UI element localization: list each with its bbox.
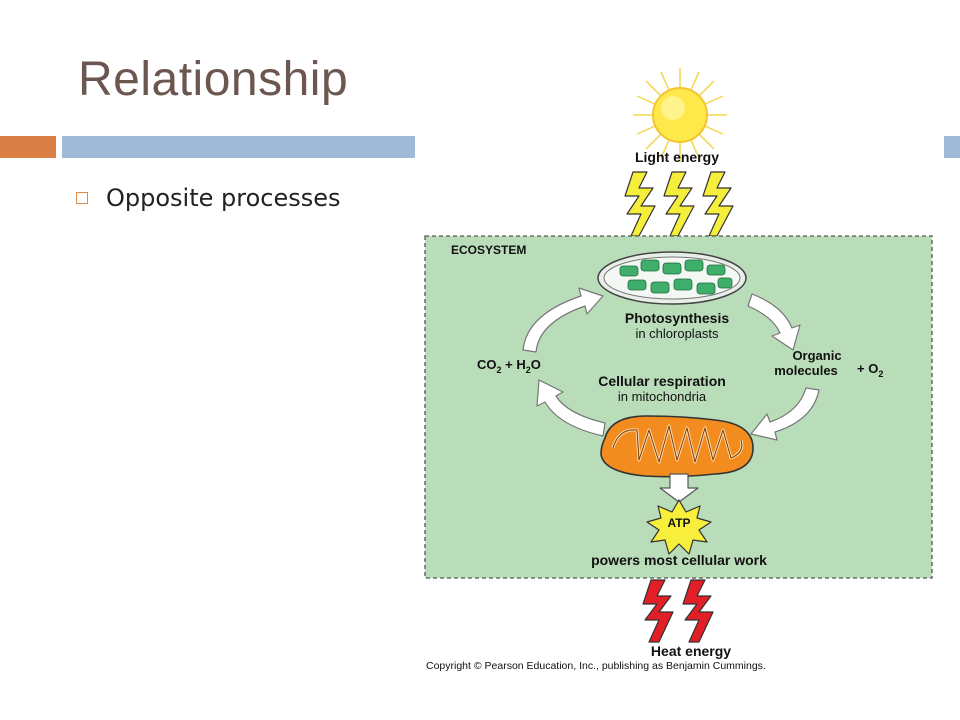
cycle-arrow-icon xyxy=(750,387,820,441)
heat-bolt-icon xyxy=(682,579,714,643)
bullet-item: Opposite processes xyxy=(76,184,341,212)
heat-energy-label: Heat energy xyxy=(651,643,731,659)
accent-bar-blue-right xyxy=(944,136,960,158)
light-energy-label: Light energy xyxy=(635,149,719,165)
bullet-text: Opposite processes xyxy=(106,184,341,212)
organic-label-1: Organic xyxy=(792,348,841,363)
mitochondrion-icon xyxy=(600,415,754,478)
down-arrow-icon xyxy=(659,473,699,503)
accent-bar-blue xyxy=(62,136,415,158)
heat-bolts xyxy=(642,579,714,643)
slide-title: Relationship xyxy=(78,53,349,106)
cycle-arrow-icon xyxy=(536,379,606,437)
copyright-text: Copyright © Pearson Education, Inc., pub… xyxy=(426,660,766,672)
atp-label: ATP xyxy=(667,516,690,530)
cellular-work-label: powers most cellular work xyxy=(591,552,767,568)
photosynthesis-label: Photosynthesis xyxy=(625,310,729,326)
accent-bar-orange xyxy=(0,136,56,158)
light-bolt-icon xyxy=(624,171,656,237)
light-bolt-icon xyxy=(702,171,734,237)
light-bolt-icon xyxy=(663,171,695,237)
respiration-label: Cellular respiration xyxy=(598,373,726,389)
energy-flow-diagram: Light energy ECOSYSTEM Photosynthesis in… xyxy=(424,68,933,659)
respiration-sub: in mitochondria xyxy=(618,389,707,404)
photosynthesis-sub: in chloroplasts xyxy=(635,326,719,341)
heat-bolt-icon xyxy=(642,579,674,643)
co2-h2o-label: CO2 + H2O xyxy=(477,357,541,375)
cycle-arrow-icon xyxy=(522,287,604,353)
atp-starburst: ATP xyxy=(646,499,712,555)
bullet-square-icon xyxy=(76,192,88,204)
light-bolts xyxy=(624,171,734,237)
o2-label: + O2 xyxy=(857,361,883,379)
chloroplast-icon xyxy=(597,251,747,305)
sun-icon xyxy=(633,68,727,162)
organic-label-2: molecules xyxy=(774,363,838,378)
cycle-arrow-icon xyxy=(747,293,801,351)
ecosystem-label: ECOSYSTEM xyxy=(451,243,526,257)
cycle-arrows xyxy=(522,287,820,441)
